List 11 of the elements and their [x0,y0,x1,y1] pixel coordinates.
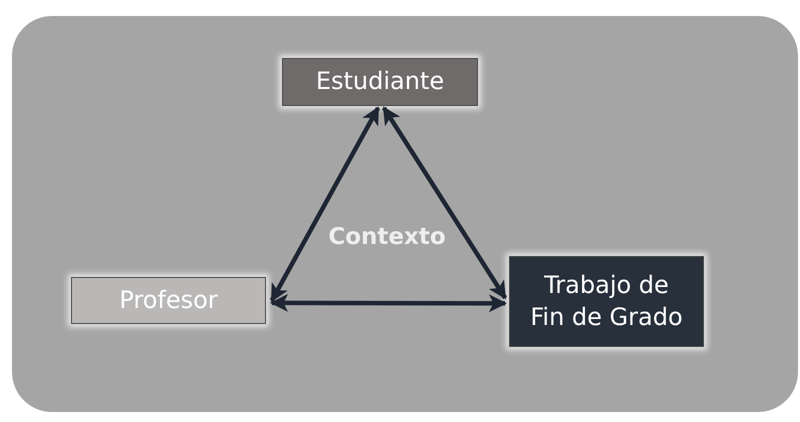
node-label: Trabajo de Fin de Grado [529,270,684,332]
context-panel [12,16,798,412]
process-box [71,277,266,324]
double-arrow [270,294,507,312]
node-label: Profesor [119,284,218,316]
context-label: Contexto [327,224,447,250]
process-box [282,58,478,106]
process-box [509,256,704,347]
double-arrow [270,106,380,302]
node-label: Estudiante [316,66,444,98]
double-arrow [382,106,507,300]
